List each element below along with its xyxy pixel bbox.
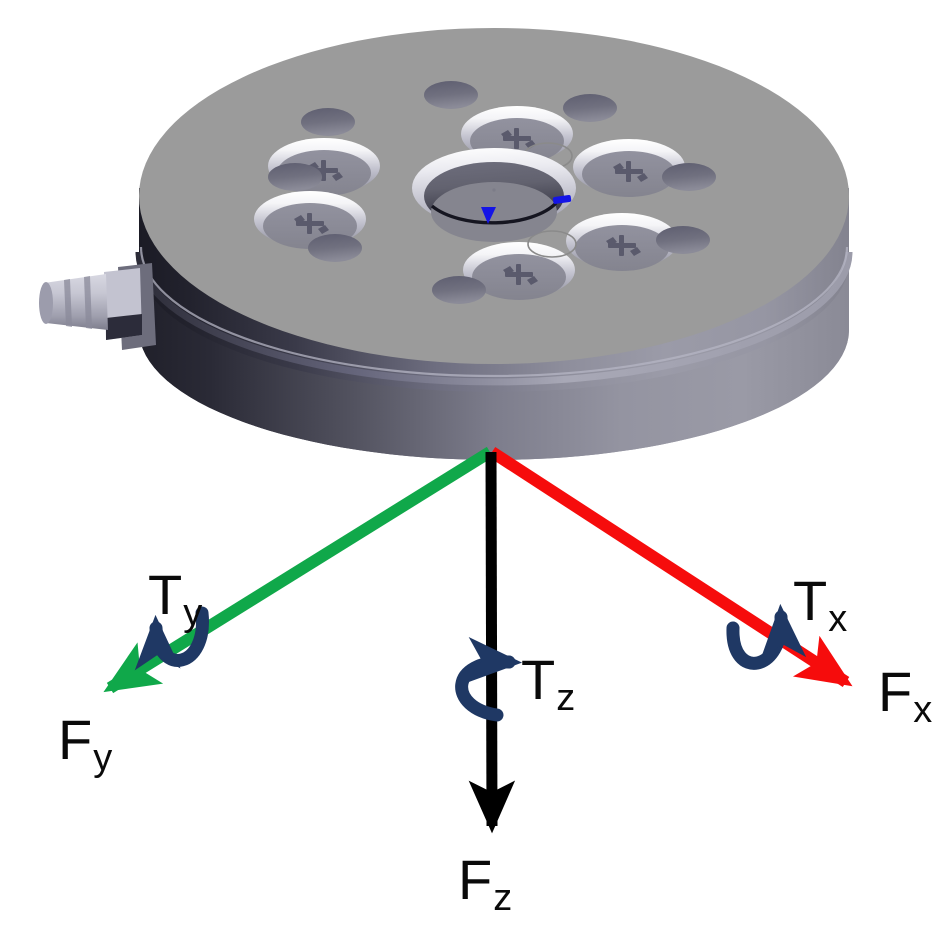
connector-barb-shaft xyxy=(44,274,108,330)
through-hole-4 xyxy=(424,81,478,109)
label-tz: Tz xyxy=(521,652,576,720)
label-ty-subscript: y xyxy=(183,592,203,635)
connector-barb-rib-2 xyxy=(84,276,92,329)
through-hole-2 xyxy=(268,163,322,191)
through-hole-8 xyxy=(432,276,486,304)
cross-recess-screw-head xyxy=(613,161,648,182)
cross-recess-screw-head xyxy=(606,235,641,256)
force-vector-fz-arrow xyxy=(468,451,516,834)
label-fy-subscript: y xyxy=(93,737,113,780)
label-tx-symbol: T xyxy=(793,569,828,632)
sensor-body xyxy=(39,28,853,460)
label-fx-symbol: F xyxy=(878,660,913,723)
label-ty-symbol: T xyxy=(148,563,183,626)
bore-index-marker-side xyxy=(552,195,572,204)
counterbore-screw-5 xyxy=(566,213,678,271)
cross-recess-screw-head xyxy=(294,213,329,234)
connector-hex-shadow xyxy=(106,314,142,340)
center-bore-shadow-edge xyxy=(430,201,558,225)
center-bore-floor xyxy=(431,182,557,242)
label-tz-symbol: T xyxy=(521,648,556,711)
counterbore-screw-4 xyxy=(573,139,685,197)
torque-arc-ty xyxy=(134,606,209,671)
center-bore-axis-dot xyxy=(492,188,496,192)
label-tx: Tx xyxy=(793,573,848,641)
torque-arc-tx xyxy=(726,603,807,670)
through-hole-6 xyxy=(662,163,716,191)
center-bore xyxy=(412,148,576,242)
label-fx-subscript: x xyxy=(913,689,933,732)
label-ty: Ty xyxy=(148,567,203,635)
label-fx: Fx xyxy=(878,664,933,732)
connector-barb-end xyxy=(39,282,53,324)
through-hole-5 xyxy=(563,94,617,122)
hose-barb-connector xyxy=(39,263,156,350)
cross-recess-screw-head xyxy=(501,128,536,149)
label-fy: Fy xyxy=(58,712,113,780)
label-fy-symbol: F xyxy=(58,708,93,771)
torque-arc-tz xyxy=(455,637,523,722)
bore-index-marker-front xyxy=(481,207,496,224)
through-hole-7 xyxy=(656,226,710,254)
through-hole-1 xyxy=(301,108,355,136)
sensor-parting-groove-highlight xyxy=(139,246,849,378)
torque-arcs xyxy=(134,603,807,722)
label-tx-subscript: x xyxy=(828,598,848,641)
scribed-circle-2 xyxy=(527,230,577,258)
label-tz-subscript: z xyxy=(556,677,576,720)
connector-barb-rib-1 xyxy=(64,279,72,327)
through-hole-3 xyxy=(308,234,362,262)
cross-recess-screw-head xyxy=(503,264,538,285)
label-fz-symbol: F xyxy=(458,848,493,911)
label-fz: Fz xyxy=(458,852,513,920)
sensor-parting-groove xyxy=(135,251,853,386)
label-fz-subscript: z xyxy=(493,877,513,920)
